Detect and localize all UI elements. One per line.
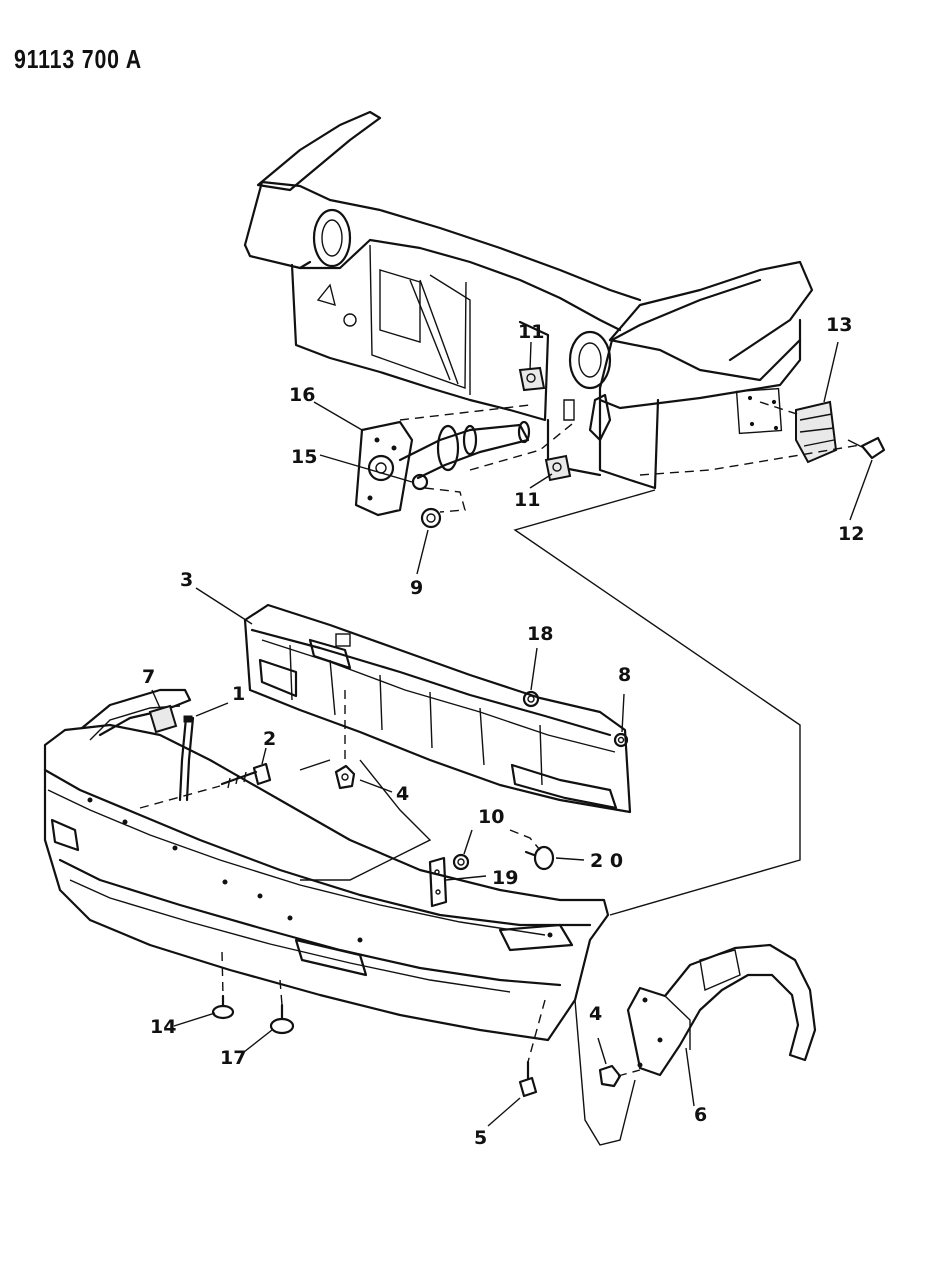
fender-liner [626,943,817,1077]
bracket-19 [428,856,448,908]
callout-3: 3 [180,569,193,591]
insert-7 [148,704,178,734]
nut-10 [452,853,470,871]
nut-9 [420,507,442,529]
callout-12: 12 [838,523,864,545]
retainer-strip-1 [178,715,195,802]
assembly-line-bolt12 [639,444,861,476]
leader-lines [151,341,873,1127]
callout-9: 9 [410,577,423,599]
push-pin-20 [524,845,555,871]
assembly-line-20 [509,829,541,851]
callout-11b: 11 [514,489,540,511]
assembly-line-nut [424,487,466,513]
callout-14: 14 [150,1016,176,1038]
callout-15: 15 [291,446,317,468]
callout-6: 6 [694,1104,707,1126]
callout-4a: 4 [396,783,409,805]
bolt-17 [269,1003,295,1035]
bumper-fascia [43,688,610,1042]
bolt-2 [220,762,272,789]
bolt-12 [847,436,886,460]
callout-4b: 4 [589,1003,602,1025]
callout-16: 16 [289,384,315,406]
bumper-reinforcement [243,603,632,814]
callout-20: 2 0 [590,850,623,872]
body-to-bumper-guide [513,489,801,916]
callout-17: 17 [220,1047,246,1069]
assembly-line-bracket13 [759,401,801,416]
assembly-line-5 [527,999,546,1063]
push-pin-14 [211,994,235,1020]
assembly-line-absorber [399,404,531,421]
bolt-5 [518,1060,538,1098]
bracket-13 [795,400,838,464]
callout-8: 8 [618,664,631,686]
callout-13: 13 [826,314,852,336]
liner-loop-line [574,999,636,1146]
washer-18 [522,690,540,708]
callout-5: 5 [474,1127,487,1149]
callout-2: 2 [263,728,276,750]
reinforcement-outline [299,759,432,881]
vehicle-front-body [243,110,814,490]
callout-11a: 11 [518,321,544,343]
nut-4-lower [598,1064,622,1088]
nut-4 [334,764,356,790]
energy-absorber [398,420,531,491]
clip-nut-lower [544,454,572,482]
assembly-line-4-lower [617,1069,641,1077]
callout-19: 19 [492,867,518,889]
callout-18: 18 [527,623,553,645]
callout-10: 10 [478,806,504,828]
diagram-id: 91113 700 A [14,44,142,74]
callout-1: 1 [232,683,245,705]
energy-absorber-bracket [354,420,414,517]
nut-8 [613,732,629,748]
clip-nut-upper [518,366,546,392]
assembly-line-14 [221,951,224,997]
callout-7: 7 [142,666,155,688]
assembly-line-17 [279,979,283,1006]
